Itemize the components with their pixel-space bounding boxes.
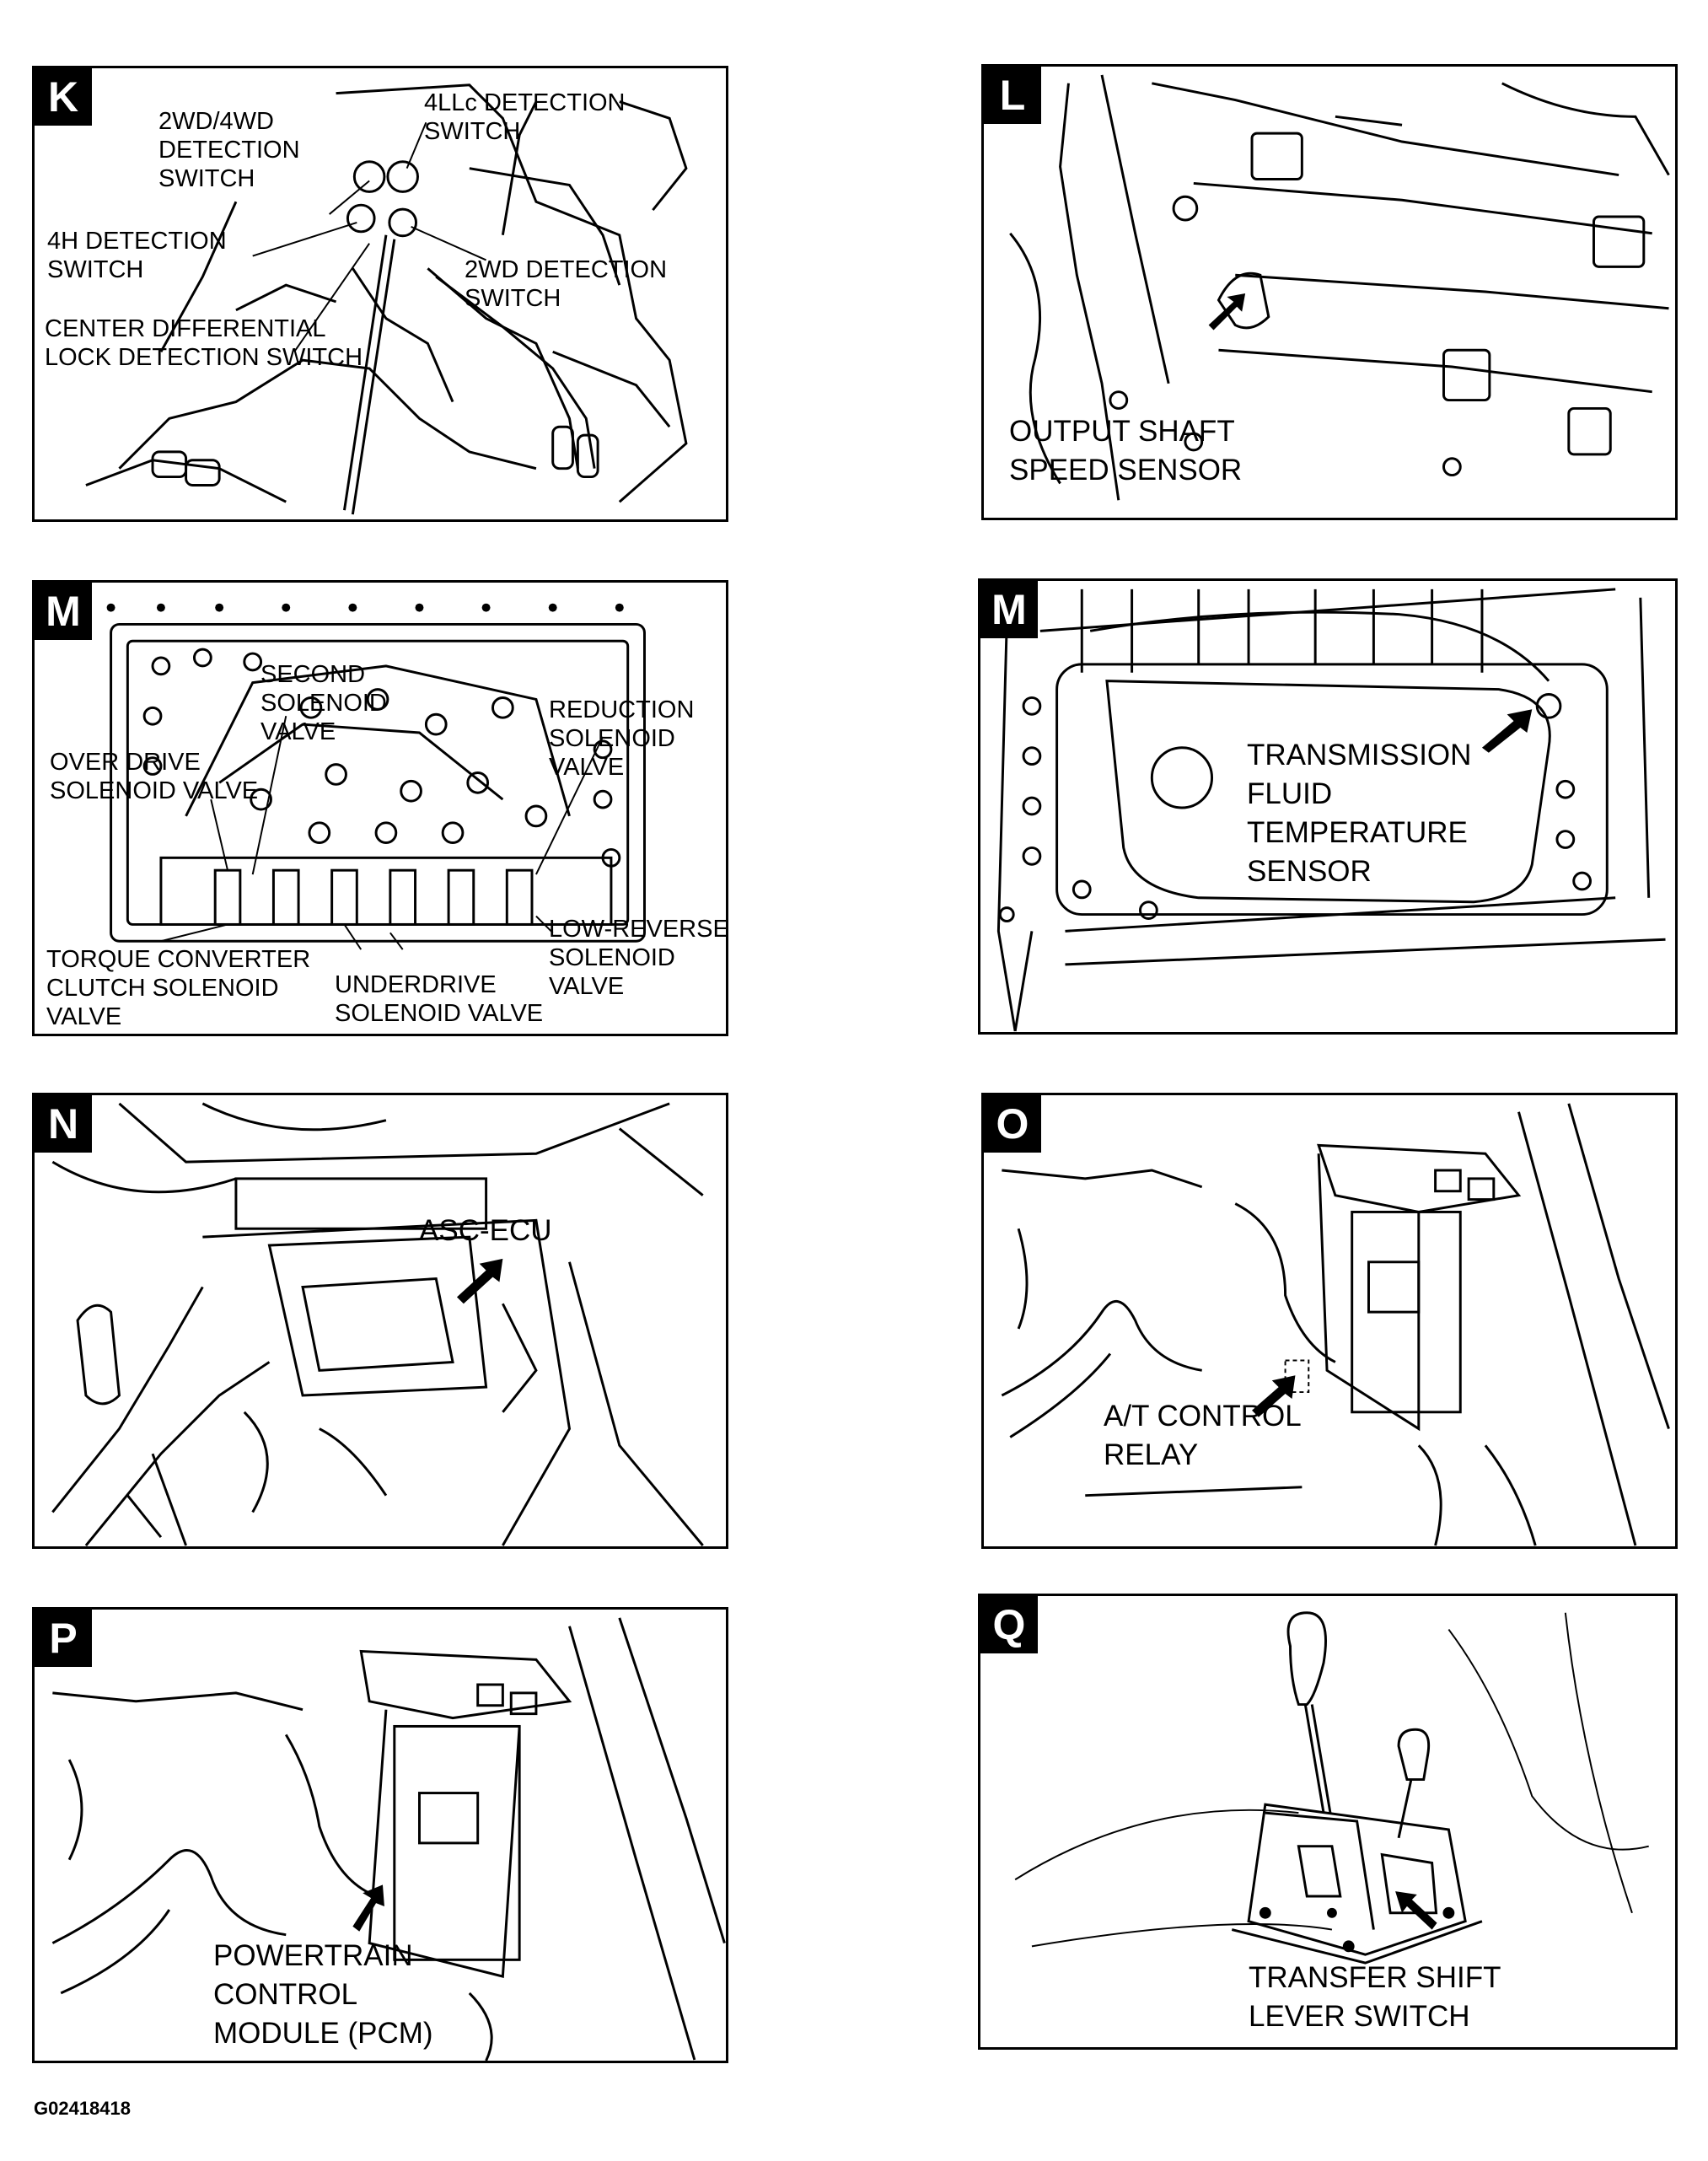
panel-m-valve-body: M SECOND SOLENOID VALVE REDUCTION SOLENO… (32, 580, 728, 1036)
panel-k: K 4LLc DETECTION SWITCH 2WD/4WD DETECTIO… (32, 66, 728, 522)
panel-letter-n: N (35, 1095, 92, 1153)
valve-body-illustration (106, 603, 646, 950)
panel-letter-m-fluid-temperature: M (980, 581, 1038, 638)
panel-letter-p: P (35, 1610, 92, 1667)
label-asc-ecu: ASC-ECU (419, 1214, 552, 1247)
label-2wd-detection-switch: 2WD DETECTION SWITCH (465, 256, 668, 312)
label-2wd-4wd-detection-switch: 2WD/4WD DETECTION SWITCH (158, 108, 300, 192)
label-4h-detection-switch: 4H DETECTION SWITCH (47, 228, 227, 283)
panel-letter-o: O (984, 1095, 1041, 1153)
panel-letter-m-valve-body: M (35, 583, 92, 640)
label-4llc-detection-switch: 4LLc DETECTION SWITCH (424, 89, 626, 145)
label-torque-converter-clutch-solenoid-valve: TORQUE CONVERTER CLUTCH SOLENOID VALVE (46, 946, 311, 1030)
label-second-solenoid-valve: SECOND SOLENOID VALVE (260, 661, 387, 745)
panel-letter-k: K (35, 68, 92, 126)
panel-letter-q: Q (980, 1596, 1038, 1653)
label-center-differential-lock-detection-switch: CENTER DIFFERENTIAL LOCK DETECTION SWITC… (45, 315, 363, 371)
figure-code: G02418418 (34, 2098, 131, 2119)
label-transmission-fluid-temperature-sensor: TRANSMISSION FLUID TEMPERATURE SENSOR (1247, 739, 1472, 888)
panel-p: P POWERTRAIN CONTROL MODULE (PCM) (32, 1607, 728, 2063)
panel-l: L OUTPUT SHAFT SPEED SENSOR (981, 64, 1678, 520)
label-underdrive-solenoid-valve: UNDERDRIVE SOLENOID VALVE (335, 971, 544, 1027)
label-powertrain-control-module: POWERTRAIN CONTROL MODULE (PCM) (213, 1939, 433, 2050)
label-transfer-shift-lever-switch: TRANSFER SHIFT LEVER SWITCH (1249, 1961, 1501, 2033)
label-output-shaft-speed-sensor: OUTPUT SHAFT SPEED SENSOR (1009, 415, 1243, 486)
pcm-illustration (51, 1617, 726, 2061)
at-control-relay-illustration (1001, 1103, 1670, 1546)
label-reduction-solenoid-valve: REDUCTION SOLENOID VALVE (549, 696, 695, 781)
fluid-temperature-sensor-illustration (996, 588, 1666, 1032)
panel-n: N ASC-ECU (32, 1093, 728, 1549)
panel-m-fluid-temperature: M TRANSMISSION FLUID TEMPERATURE SENSOR (978, 578, 1678, 1035)
label-low-reverse-solenoid-valve: LOW-REVERSE SOLENOID VALVE (549, 916, 728, 1000)
output-shaft-sensor-illustration (1009, 74, 1670, 501)
detection-switches-illustration (85, 83, 688, 515)
label-at-control-relay: A/T CONTROL RELAY (1104, 1400, 1302, 1471)
transfer-shift-lever-illustration (1014, 1611, 1649, 1965)
label-over-drive-solenoid-valve: OVER DRIVE SOLENOID VALVE (50, 749, 259, 804)
panel-o: O A/T CONTROL RELAY (981, 1093, 1678, 1549)
asc-ecu-illustration (51, 1102, 704, 1546)
panel-q: Q TRANSFER SHIFT LEVER SWITCH (978, 1594, 1678, 2050)
panel-letter-l: L (984, 67, 1041, 124)
